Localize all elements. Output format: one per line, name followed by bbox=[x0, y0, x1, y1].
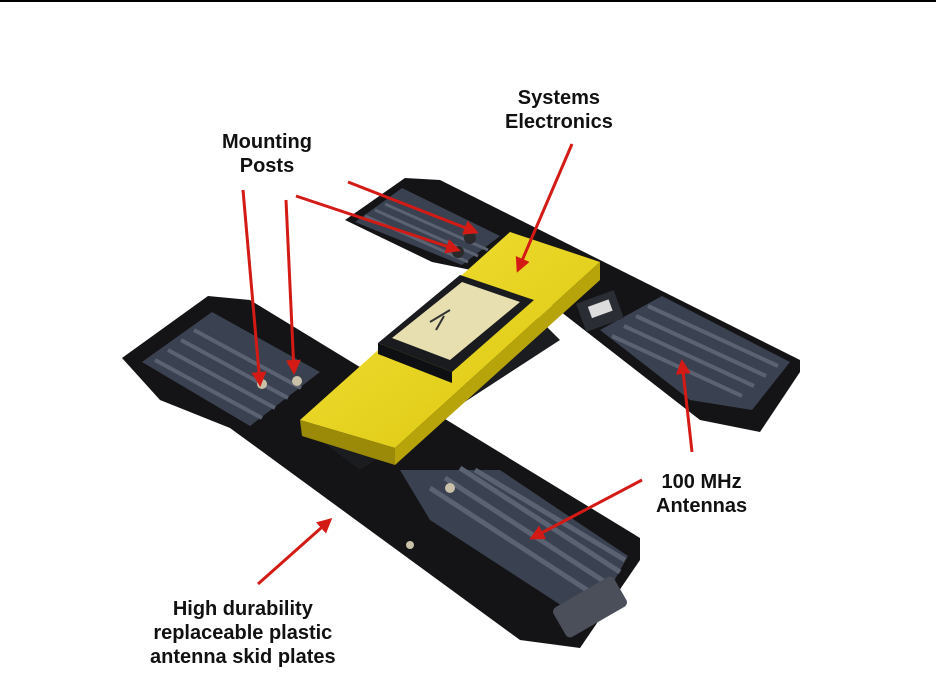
label-skid-line-2: replaceable plastic bbox=[150, 621, 336, 645]
label-systems-line-2: Electronics bbox=[505, 110, 613, 134]
label-skid-line-3: antenna skid plates bbox=[150, 645, 336, 669]
label-mounting-line-1: Mounting bbox=[222, 130, 312, 154]
label-systems-electronics: Systems Electronics bbox=[505, 86, 613, 134]
label-skid-line-1: High durability bbox=[150, 597, 336, 621]
label-antennas-line-2: Antennas bbox=[656, 494, 747, 518]
label-100mhz-antennas: 100 MHz Antennas bbox=[656, 470, 747, 518]
label-skid-plates: High durability replaceable plastic ante… bbox=[150, 597, 336, 669]
back-mounting-post-1 bbox=[464, 232, 476, 244]
label-antennas-line-1: 100 MHz bbox=[656, 470, 747, 494]
label-mounting-posts: Mounting Posts bbox=[222, 130, 312, 178]
label-mounting-line-2: Posts bbox=[222, 154, 312, 178]
arrow-skid-plate bbox=[258, 520, 330, 584]
label-systems-line-1: Systems bbox=[505, 86, 613, 110]
right-antenna-panel bbox=[576, 290, 790, 410]
